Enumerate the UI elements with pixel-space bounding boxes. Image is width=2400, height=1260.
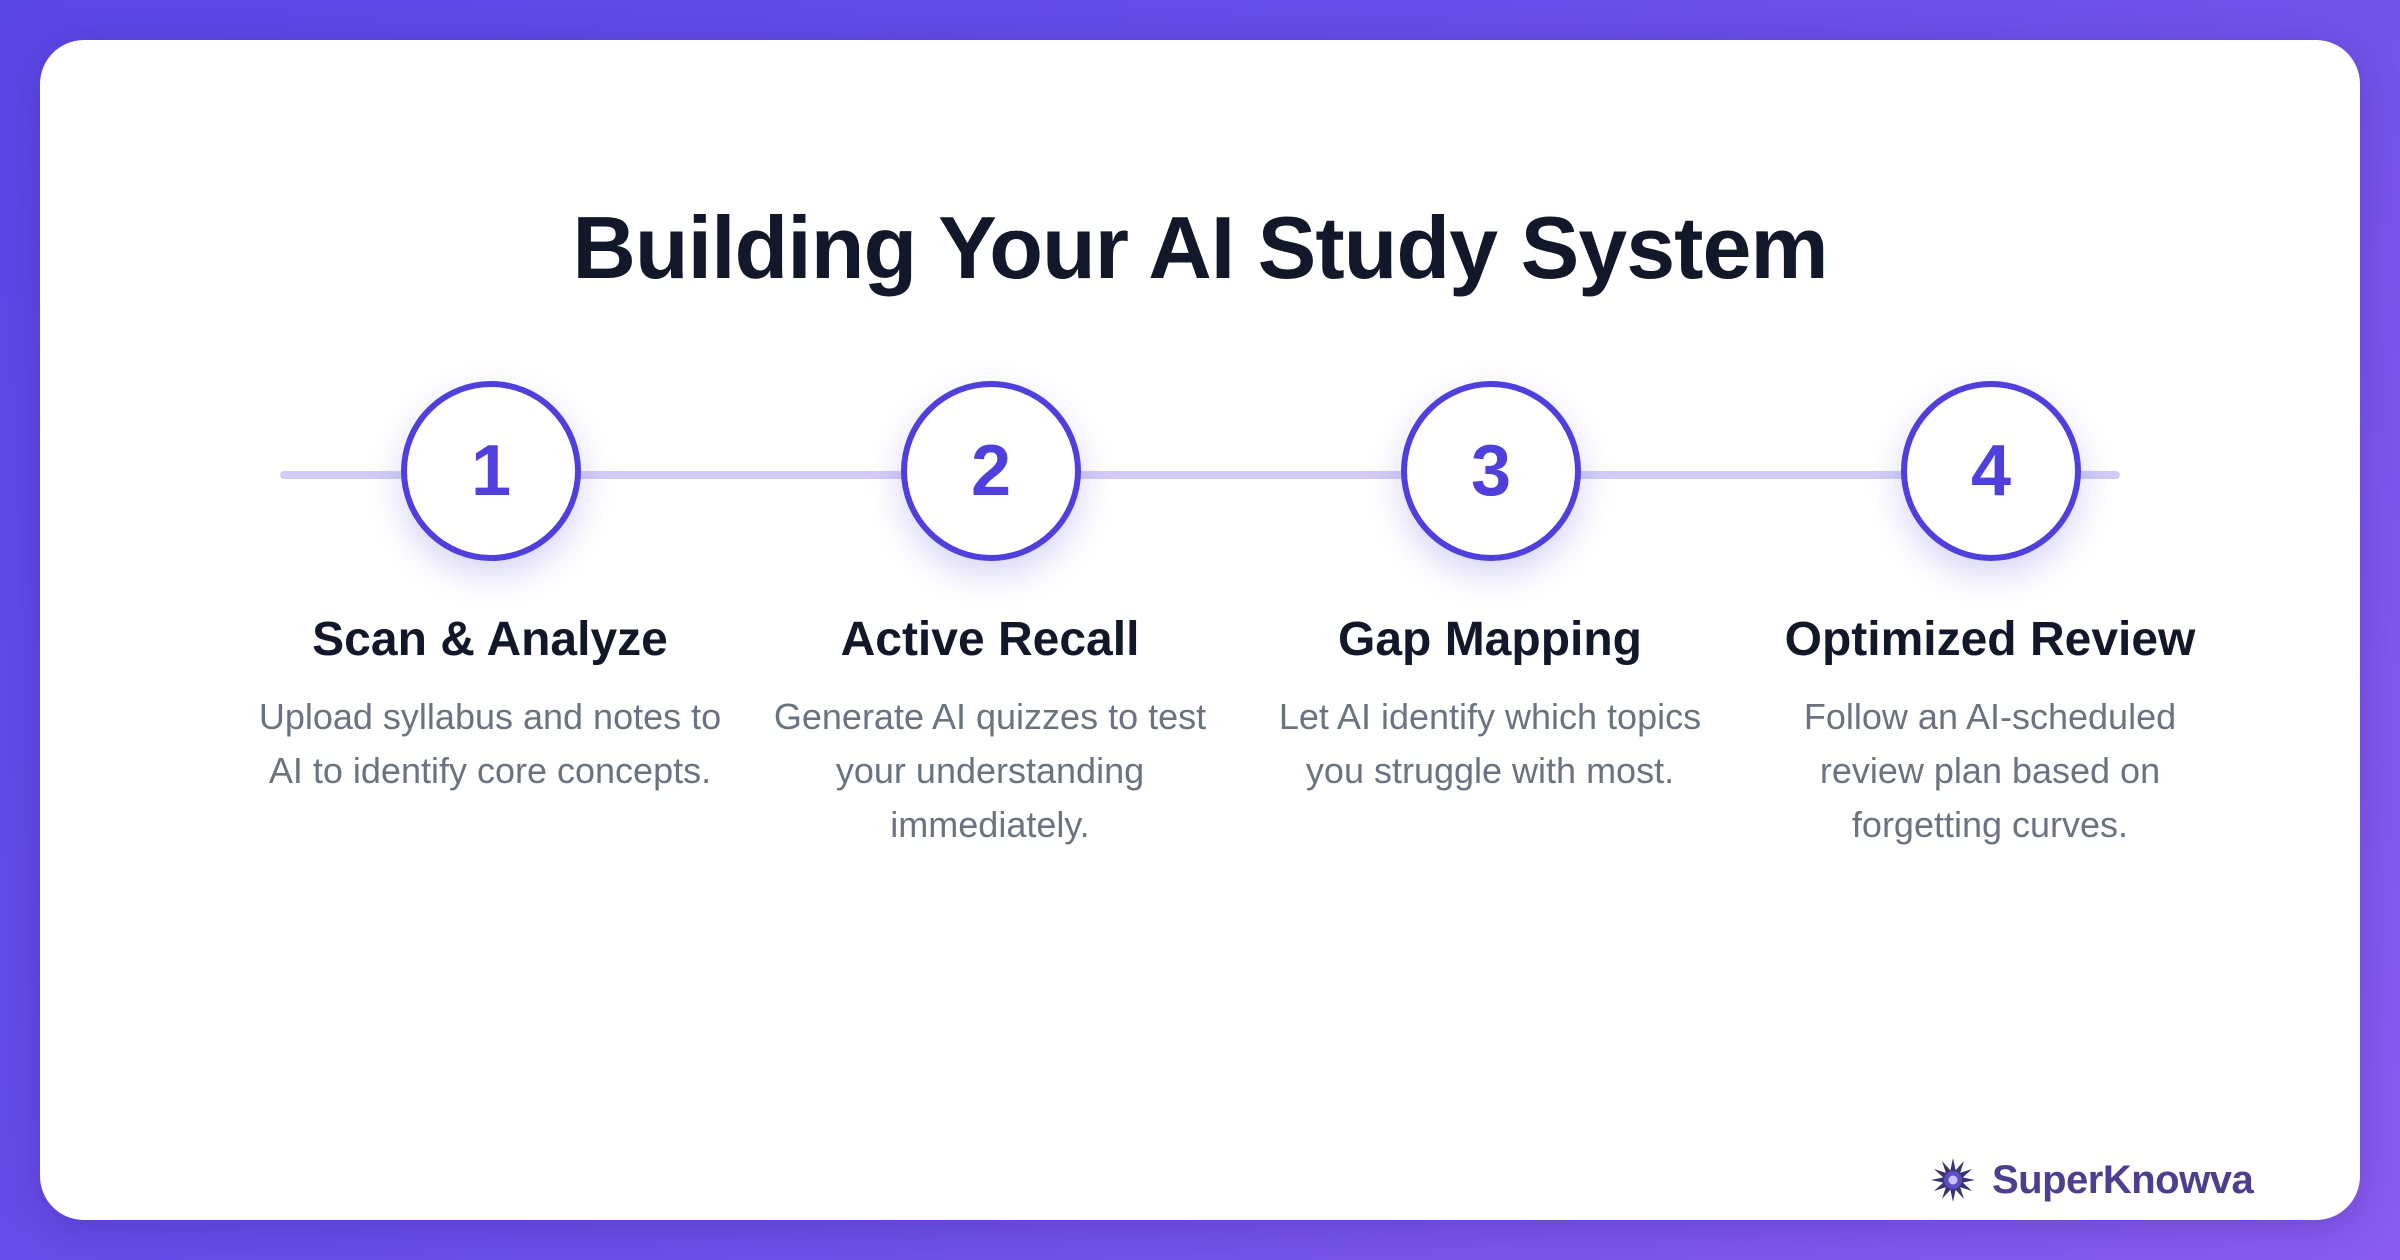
content-card: Building Your AI Study System 1 Scan & A… — [40, 40, 2360, 1220]
step-description: Generate AI quizzes to test your underst… — [773, 696, 1207, 845]
step-number-badge: 3 — [1401, 381, 1581, 561]
step-description: Let AI identify which topics you struggl… — [1278, 696, 1702, 791]
step-description: Follow an AI-scheduled review plan based… — [1803, 696, 2177, 845]
step-1: 1 Scan & Analyze Upload syllabus and not… — [240, 40, 740, 1220]
brand-name: SuperKnowva — [1992, 1157, 2254, 1202]
step-number-badge: 4 — [1901, 381, 2081, 561]
step-number-badge: 2 — [901, 381, 1081, 561]
step-3: 3 Gap Mapping Let AI identify which topi… — [1240, 40, 1740, 1220]
step-title: Gap Mapping — [1338, 613, 1642, 666]
step-number-badge: 1 — [401, 381, 581, 561]
step-4: 4 Optimized Review Follow an AI-schedule… — [1740, 40, 2240, 1220]
starburst-logo-icon — [1931, 1158, 1975, 1202]
step-title: Active Recall — [840, 613, 1140, 666]
step-title: Scan & Analyze — [312, 613, 668, 666]
step-2: 2 Active Recall Generate AI quizzes to t… — [740, 40, 1240, 1220]
page-title: Building Your AI Study System — [572, 198, 1828, 297]
timeline-connector-line — [280, 471, 2120, 479]
step-title: Optimized Review — [1784, 613, 2196, 666]
brand-watermark: SuperKnowva — [1930, 1150, 2254, 1210]
step-description: Upload syllabus and notes to AI to ident… — [258, 696, 722, 791]
